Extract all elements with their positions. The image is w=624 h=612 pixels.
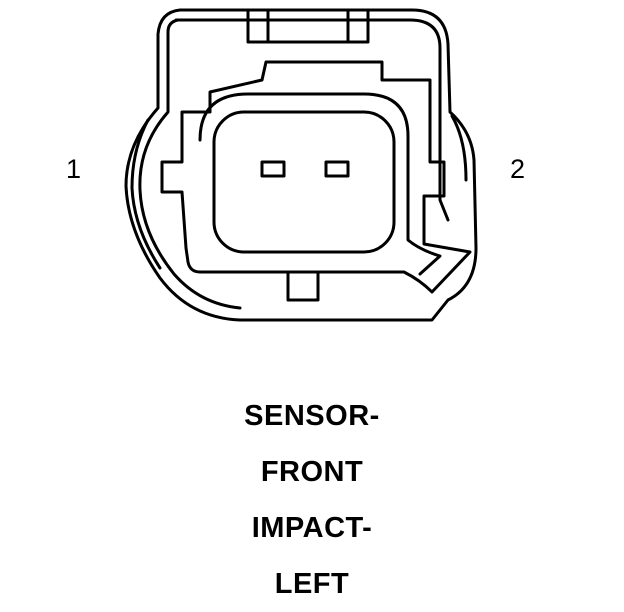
- caption-line-3: IMPACT-: [251, 512, 373, 544]
- connector-caption: SENSOR- FRONT IMPACT- LEFT: [0, 388, 624, 612]
- caption-line-1: SENSOR-: [244, 400, 380, 432]
- caption-line-2: FRONT: [260, 456, 364, 488]
- terminal-cavity: [212, 110, 396, 254]
- pin-number-1: 1: [66, 154, 82, 184]
- terminal-slot-2: [324, 160, 350, 178]
- pin-number-2: 2: [510, 154, 526, 184]
- left-side-rib: [130, 118, 162, 270]
- shroud-inner-contour: [198, 92, 442, 276]
- top-latch-tab: [246, 8, 370, 44]
- housing-inner-outline: [138, 18, 450, 310]
- terminal-slot-1: [260, 160, 286, 178]
- keyed-shroud: [160, 60, 472, 294]
- right-side-rib: [450, 114, 468, 182]
- caption-line-4: LEFT: [274, 568, 350, 600]
- bottom-key: [286, 270, 320, 302]
- top-latch-slot: [266, 8, 350, 44]
